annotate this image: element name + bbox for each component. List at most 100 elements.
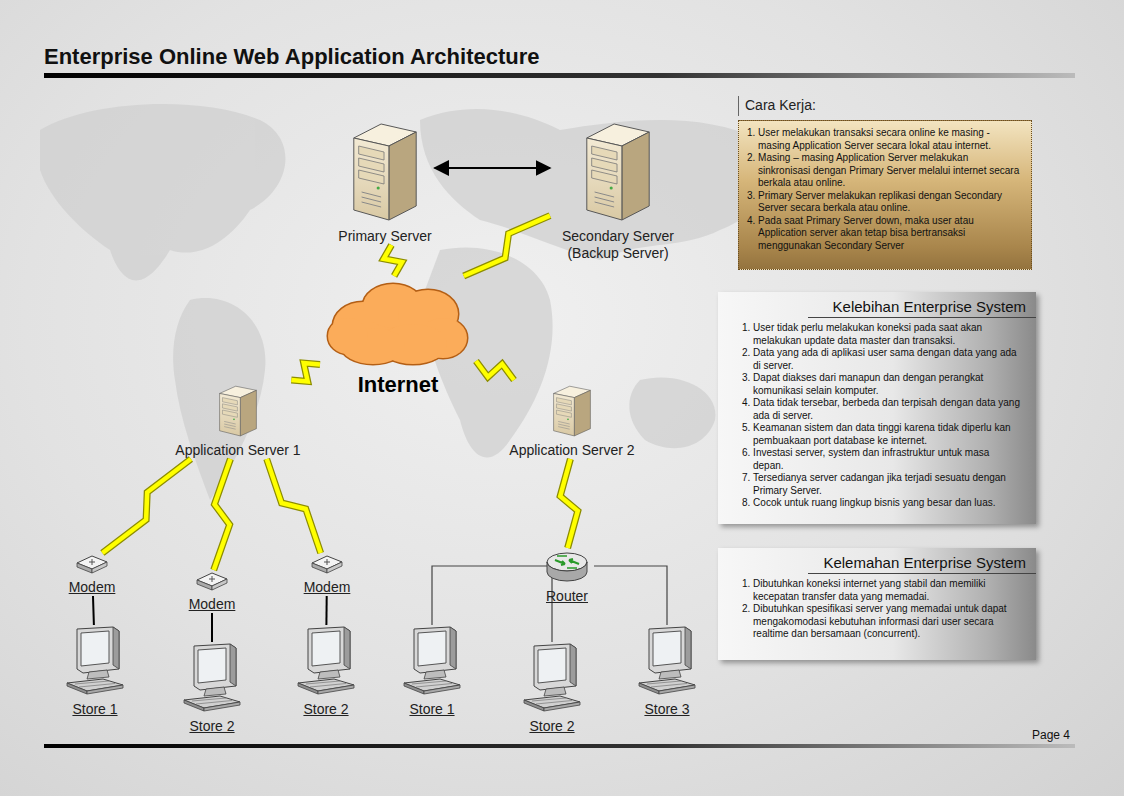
store-computer: Store 3 (632, 625, 702, 718)
svg-polygon (639, 683, 659, 694)
node-label: Store 2 (291, 701, 361, 718)
lightning-outline (476, 361, 514, 380)
continent (629, 377, 715, 448)
node-label: Application Server 1 (172, 442, 303, 459)
svg-polygon (194, 644, 236, 690)
svg-polygon (524, 700, 544, 711)
connector (435, 168, 550, 169)
lightning-link (291, 363, 320, 381)
svg-svg (549, 380, 595, 438)
svg-polygon (592, 170, 617, 184)
panel-heading: Cara Kerja: (738, 96, 1032, 116)
svg-polygon (659, 685, 695, 694)
node-label: Modem (186, 596, 239, 613)
svg-polygon (113, 627, 119, 669)
link-line (435, 167, 550, 169)
svg-svg (323, 276, 473, 368)
svg-line (412, 681, 446, 684)
svg-line (224, 427, 236, 430)
svg-line (362, 192, 382, 197)
svg-circle (567, 419, 569, 421)
title-bar (44, 73, 1075, 78)
svg-polygon (204, 702, 240, 711)
modem-node: Modem (301, 553, 354, 596)
server-icon-node: Secondary Server (Backup Server) (550, 112, 686, 262)
svg-svg (180, 642, 244, 714)
svg-circle (233, 419, 235, 421)
svg-polygon (389, 132, 416, 220)
node-label: Store 1 (397, 701, 467, 718)
svg-line (224, 421, 236, 424)
svg-polygon (222, 410, 237, 417)
svg-polygon (220, 393, 241, 435)
connector (291, 363, 320, 381)
svg-circle (610, 186, 613, 189)
svg-polygon (87, 685, 123, 694)
info-panel: Kelemahan Enterprise System1. Dibutuhkan… (718, 548, 1036, 660)
list-item: 7. Tersedianya server cadangan jika terj… (742, 472, 1022, 497)
page-number: Page 4 (1032, 728, 1070, 742)
svg-line (416, 684, 452, 688)
link-line (92, 596, 95, 625)
svg-polygon (184, 700, 204, 711)
panel-body: 1. Dibutuhkan koneksi internet yang stab… (718, 574, 1036, 649)
svg-polygon (622, 132, 649, 220)
svg-polygon (649, 627, 691, 673)
svg-polygon (587, 138, 622, 220)
svg-polygon (544, 702, 580, 711)
svg-svg (309, 553, 345, 575)
store-computer: Store 1 (60, 625, 130, 718)
internet-cloud: Internet (320, 276, 476, 398)
svg-polygon (538, 648, 566, 683)
svg-line (192, 698, 226, 701)
svg-line (306, 681, 340, 684)
svg-polygon (308, 627, 350, 673)
lightning-link (267, 459, 321, 553)
store-computer: Store 2 (517, 642, 587, 735)
node-label: Modem (301, 579, 354, 596)
svg-svg (63, 625, 127, 697)
lightning-link (464, 216, 550, 276)
lightning-link (214, 459, 231, 570)
node-label: Modem (66, 579, 119, 596)
list-item: 4. Pada saat Primary Server down, maka u… (747, 215, 1023, 253)
svg-svg (346, 112, 424, 224)
app-server-node: Application Server 1 (172, 380, 303, 459)
list-item: 2. Dibutuhkan spesifikasi server yang me… (742, 603, 1022, 641)
connector (267, 459, 321, 553)
svg-line (310, 684, 346, 688)
svg-polygon (318, 685, 354, 694)
svg-polygon (404, 683, 424, 694)
svg-polygon (659, 670, 681, 679)
cloud-label: Internet (320, 372, 476, 398)
svg-polygon (418, 631, 446, 666)
svg-polygon (230, 644, 236, 686)
connector (102, 459, 190, 553)
store-computer: Store 2 (177, 642, 247, 735)
svg-polygon (450, 627, 456, 669)
svg-line (536, 701, 572, 705)
svg-polygon (222, 404, 237, 411)
svg-svg (215, 380, 261, 438)
svg-line (558, 424, 570, 427)
svg-polygon (554, 393, 575, 435)
info-panel: Cara Kerja: 1. User melakukan transaksi s… (738, 96, 1032, 270)
connector (464, 216, 550, 276)
list-item: 4. Data tidak tersebar, berbeda dan terp… (742, 397, 1022, 422)
svg-line (595, 202, 615, 207)
svg-polygon (570, 644, 576, 686)
svg-polygon (77, 563, 92, 573)
svg-line (196, 701, 232, 705)
list-item: 2. Data yang ada di aplikasi user sama d… (742, 347, 1022, 372)
svg-polygon (240, 390, 256, 436)
panel-body: 1. User tidak perlu melakukan koneksi pa… (718, 318, 1036, 518)
store-computer: Store 1 (397, 625, 467, 718)
svg-polygon (298, 683, 318, 694)
node-label: Secondary Server (Backup Server) (553, 228, 683, 262)
list-item: 3. Primary Server melakukan replikasi de… (747, 190, 1023, 215)
network-cable (594, 566, 667, 625)
connector (212, 613, 213, 642)
list-item: 6. Investasi server, system dan infrastr… (742, 447, 1022, 472)
list-item: 1. User melakukan transaksi secara onlin… (747, 127, 1023, 152)
